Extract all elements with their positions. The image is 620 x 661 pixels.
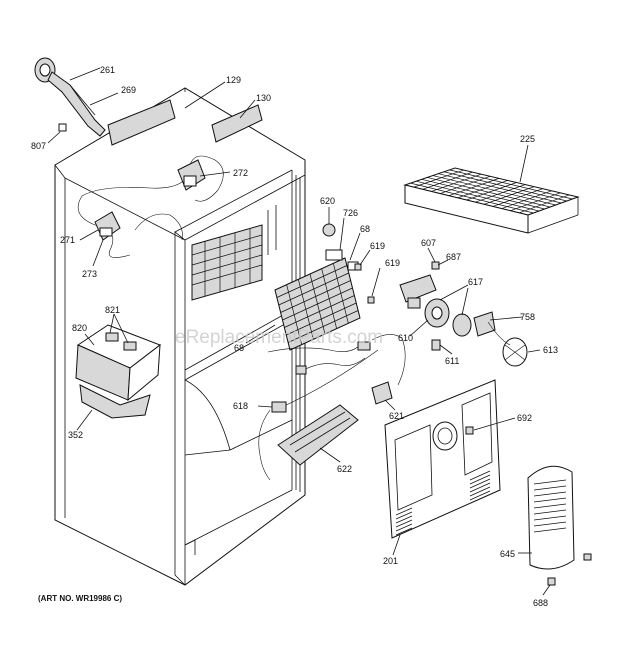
- part-label-621: 621: [389, 411, 404, 421]
- part-label-261: 261: [100, 65, 115, 75]
- fill-tube-assembly: [34, 57, 106, 137]
- part-label-130: 130: [256, 93, 271, 103]
- part-label-68-lower: 68: [234, 343, 244, 353]
- evaporator-coil: [274, 249, 361, 351]
- leader-lines: [47, 67, 551, 596]
- defrost-thermostat-620: [322, 223, 336, 237]
- defrost-heater-621: [371, 381, 393, 405]
- part-label-273: 273: [82, 269, 97, 279]
- bracket-607: [399, 261, 440, 303]
- part-label-821: 821: [105, 305, 120, 315]
- part-label-688: 688: [533, 598, 548, 608]
- part-label-607: 607: [421, 238, 436, 248]
- part-label-129: 129: [226, 75, 241, 85]
- part-label-687: 687: [446, 252, 461, 262]
- fan-motor-assembly: [407, 297, 496, 351]
- part-label-618: 618: [233, 401, 248, 411]
- ice-maker: [75, 324, 162, 419]
- part-label-269: 269: [121, 85, 136, 95]
- grille-645: [527, 465, 592, 586]
- part-label-68-upper: 68: [360, 224, 370, 234]
- water-valve-271: [94, 211, 121, 241]
- part-labels: 261 269 807 129 130 272 271 273 225 620 …: [31, 65, 558, 608]
- water-valve-272: [177, 159, 206, 191]
- cabinet-liner: [54, 87, 306, 586]
- part-label-225: 225: [520, 134, 535, 144]
- part-label-645: 645: [500, 549, 515, 559]
- part-label-610: 610: [398, 333, 413, 343]
- part-label-611: 611: [445, 356, 459, 366]
- part-label-271: 271: [60, 235, 75, 245]
- part-label-758: 758: [520, 312, 535, 322]
- part-label-622: 622: [337, 464, 352, 474]
- part-label-272: 272: [233, 168, 248, 178]
- evaporator-cover: [384, 379, 501, 539]
- part-label-617: 617: [468, 277, 483, 287]
- art-number: (ART NO. WR19986 C): [38, 594, 122, 603]
- air-duct: [277, 404, 359, 466]
- screws-619: [354, 263, 375, 304]
- part-label-613: 613: [543, 345, 558, 355]
- part-label-692: 692: [517, 413, 532, 423]
- part-label-807: 807: [31, 141, 46, 151]
- watermark-text: eReplacementParts.com: [175, 327, 383, 348]
- part-label-820: 820: [72, 323, 87, 333]
- fan-blade-613: [487, 321, 528, 367]
- part-label-352: 352: [68, 430, 83, 440]
- part-label-619-lower: 619: [385, 258, 400, 268]
- wire-shelf: [403, 167, 580, 234]
- part-label-726: 726: [343, 208, 358, 218]
- part-label-620: 620: [320, 196, 335, 206]
- part-label-201: 201: [383, 556, 398, 566]
- part-label-619-upper: 619: [370, 241, 385, 251]
